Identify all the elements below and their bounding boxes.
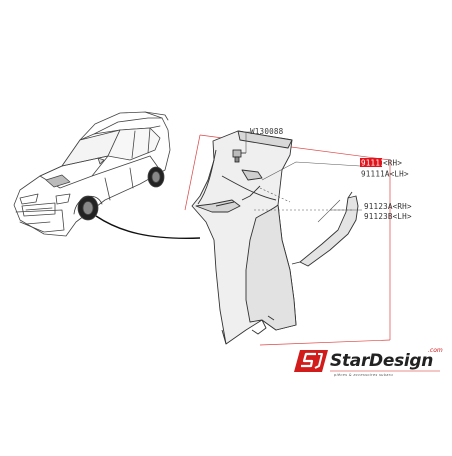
leader-lines xyxy=(245,131,362,223)
part-labels: W130088 91111 <RH> 91111A<LH> 91123A<RH>… xyxy=(250,127,412,221)
logo-domain: .com xyxy=(428,347,443,354)
fender-cover-part xyxy=(291,191,359,267)
car-side-windows xyxy=(107,127,161,161)
car-roof xyxy=(79,117,163,141)
fender-cover-strip xyxy=(299,195,359,267)
label-highlight xyxy=(360,158,382,167)
label-fender-lh: 91111A<LH> xyxy=(361,170,409,179)
fender-wheel-arch xyxy=(245,204,297,331)
label-cover-rh: 91123A<RH> xyxy=(364,202,412,211)
car-illustration xyxy=(13,111,171,237)
logo-badge-icon xyxy=(294,350,328,372)
leader-curve xyxy=(95,215,201,239)
label-fender-rh: 91111 xyxy=(361,159,385,168)
car-hood-scoop xyxy=(45,174,71,188)
label-cover-lh: 91123B<LH> xyxy=(364,212,412,221)
label-fender-rh-suffix: <RH> xyxy=(383,159,402,168)
clip-part xyxy=(232,149,246,163)
front-fender-part xyxy=(191,130,297,345)
stardesign-logo: StarDesign .com pièces & accessoires sub… xyxy=(294,347,443,377)
fender-top-flange xyxy=(237,130,293,149)
logo-tagline: pièces & accessoires subaru xyxy=(333,373,394,377)
label-clip: W130088 xyxy=(250,127,284,136)
logo-text: StarDesign xyxy=(330,351,433,371)
